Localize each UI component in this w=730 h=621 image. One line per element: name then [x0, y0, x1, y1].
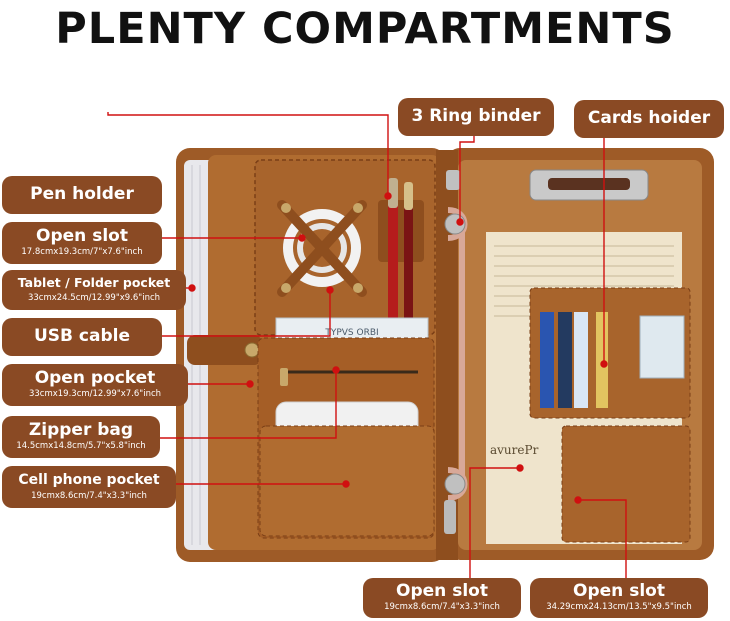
- label-cell-phone-pocket: Cell phone pocket 19cmx8.6cm/7.4"x3.3"in…: [2, 466, 176, 508]
- newspaper-text: avurePr: [490, 443, 539, 457]
- label-tablet-folder-pocket-size: 33cmx24.5cm/12.99"x9.6"inch: [27, 293, 161, 303]
- label-cards-holder-name: Cards hoider: [587, 108, 711, 128]
- label-open-pocket: Open pocket 33cmx19.3cm/12.99"x7.6"inch: [2, 364, 188, 406]
- leader-lines: [107, 112, 627, 578]
- cable-box-text: TYPVS ORBI: [324, 328, 378, 338]
- label-pen-holder-name: Pen holder: [30, 184, 134, 204]
- spine: [436, 150, 458, 560]
- label-zipper-bag: Zipper bag 14.5cmx14.8cm/5.7"x5.8"inch: [2, 416, 160, 458]
- usb-cable-coil: [277, 200, 367, 297]
- label-ring-binder-name: 3 Ring binder: [411, 106, 541, 126]
- label-open-slot-1: Open slot 17.8cmx19.3cm/7"x7.6"inch: [2, 222, 162, 264]
- label-pen-holder: Pen holder: [2, 176, 162, 214]
- page-title: PLENTY COMPARTMENTS: [55, 4, 675, 54]
- label-cell-phone-pocket-name: Cell phone pocket: [18, 472, 160, 488]
- label-open-slot-2: Open slot 19cmx8.6cm/7.4"x3.3"inch: [363, 578, 521, 618]
- label-open-slot-1-size: 17.8cmx19.3cm/7"x7.6"inch: [21, 247, 143, 257]
- closure-strap: [187, 335, 262, 365]
- label-tablet-folder-pocket-name: Tablet / Folder pocket: [17, 275, 171, 290]
- label-open-slot-1-name: Open slot: [36, 226, 128, 246]
- card-dark: [558, 312, 572, 408]
- label-open-slot-3: Open slot 34.29cmx24.13cm/13.5"x9.5"inch: [530, 578, 708, 618]
- card-blue: [540, 312, 554, 408]
- label-open-slot-3-size: 34.29cmx24.13cm/13.5"x9.5"inch: [546, 602, 692, 612]
- label-open-slot-2-name: Open slot: [396, 581, 488, 601]
- label-tablet-folder-pocket: Tablet / Folder pocket 33cmx24.5cm/12.99…: [2, 270, 186, 310]
- card-gold: [596, 312, 608, 408]
- card-light: [574, 312, 588, 408]
- label-zipper-bag-size: 14.5cmx14.8cm/5.7"x5.8"inch: [16, 441, 146, 451]
- id-window: [639, 315, 685, 379]
- label-cell-phone-pocket-size: 19cmx8.6cm/7.4"x3.3"inch: [31, 491, 147, 501]
- label-usb-cable-name: USB cable: [34, 326, 130, 346]
- zipper-pull: [280, 368, 288, 386]
- snap-button: [244, 342, 260, 358]
- label-open-pocket-name: Open pocket: [34, 368, 156, 388]
- label-open-pocket-size: 33cmx19.3cm/12.99"x7.6"inch: [28, 389, 162, 399]
- label-open-slot-3-name: Open slot: [573, 581, 665, 601]
- label-cards-holder: Cards hoider: [574, 100, 724, 138]
- pens: [378, 178, 424, 328]
- label-usb-cable: USB cable: [2, 318, 162, 356]
- label-open-slot-2-size: 19cmx8.6cm/7.4"x3.3"inch: [384, 602, 500, 612]
- label-zipper-bag-name: Zipper bag: [28, 420, 134, 440]
- bottom-pocket: [561, 425, 691, 543]
- label-ring-binder: 3 Ring binder: [398, 98, 554, 136]
